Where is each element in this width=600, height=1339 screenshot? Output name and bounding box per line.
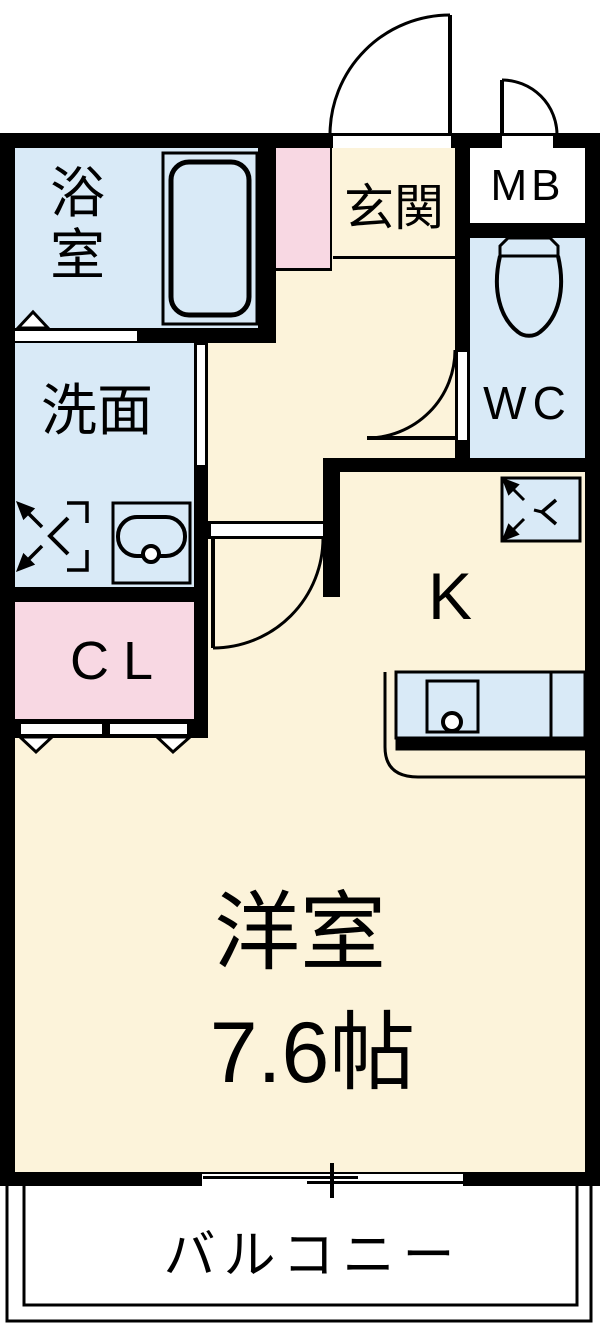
wall-bathroom-right — [258, 148, 276, 343]
kitchen-label: K — [427, 559, 473, 633]
washroom-door-opening — [197, 345, 205, 465]
mainroom-door-opening — [211, 524, 323, 536]
closet-label: CL — [69, 631, 168, 691]
room-closet — [15, 602, 194, 719]
mb-door-icon — [500, 78, 559, 136]
washroom-label: 洗面 — [41, 379, 153, 442]
wall-mb-wc-divider — [455, 223, 600, 238]
wc-door-opening — [458, 352, 467, 440]
wall-kitchen-left — [323, 458, 340, 597]
entrance-door-opening — [333, 136, 451, 148]
wall-kitchen-top — [323, 458, 600, 472]
closet-folding-door-left — [18, 721, 105, 737]
balcony-label: バルコニー — [163, 1227, 463, 1285]
entrance-step-line — [333, 256, 455, 259]
mb-door-opening — [502, 136, 553, 148]
bathroom-door-opening — [15, 331, 137, 341]
main-room-label: 洋室 — [214, 885, 386, 981]
bathroom-label: 浴室 — [50, 162, 106, 286]
sliding-window-pane-left — [203, 1176, 358, 1179]
shoe-cabinet — [276, 148, 332, 271]
sliding-window-center-tick — [330, 1163, 334, 1198]
meter-box-label: MB — [490, 161, 565, 210]
entrance-label: 玄関 — [344, 180, 444, 236]
main-room-size: 7.6帖 — [209, 1005, 416, 1101]
entrance-door-icon — [328, 13, 452, 136]
wall-right — [585, 133, 600, 1186]
room-meter-box — [470, 148, 585, 223]
toilet-label: WC — [483, 377, 572, 429]
closet-folding-door-right — [107, 721, 190, 737]
wall-washroom-closet — [0, 587, 208, 602]
wall-left — [0, 133, 15, 1186]
sliding-window-pane-right — [307, 1181, 463, 1184]
